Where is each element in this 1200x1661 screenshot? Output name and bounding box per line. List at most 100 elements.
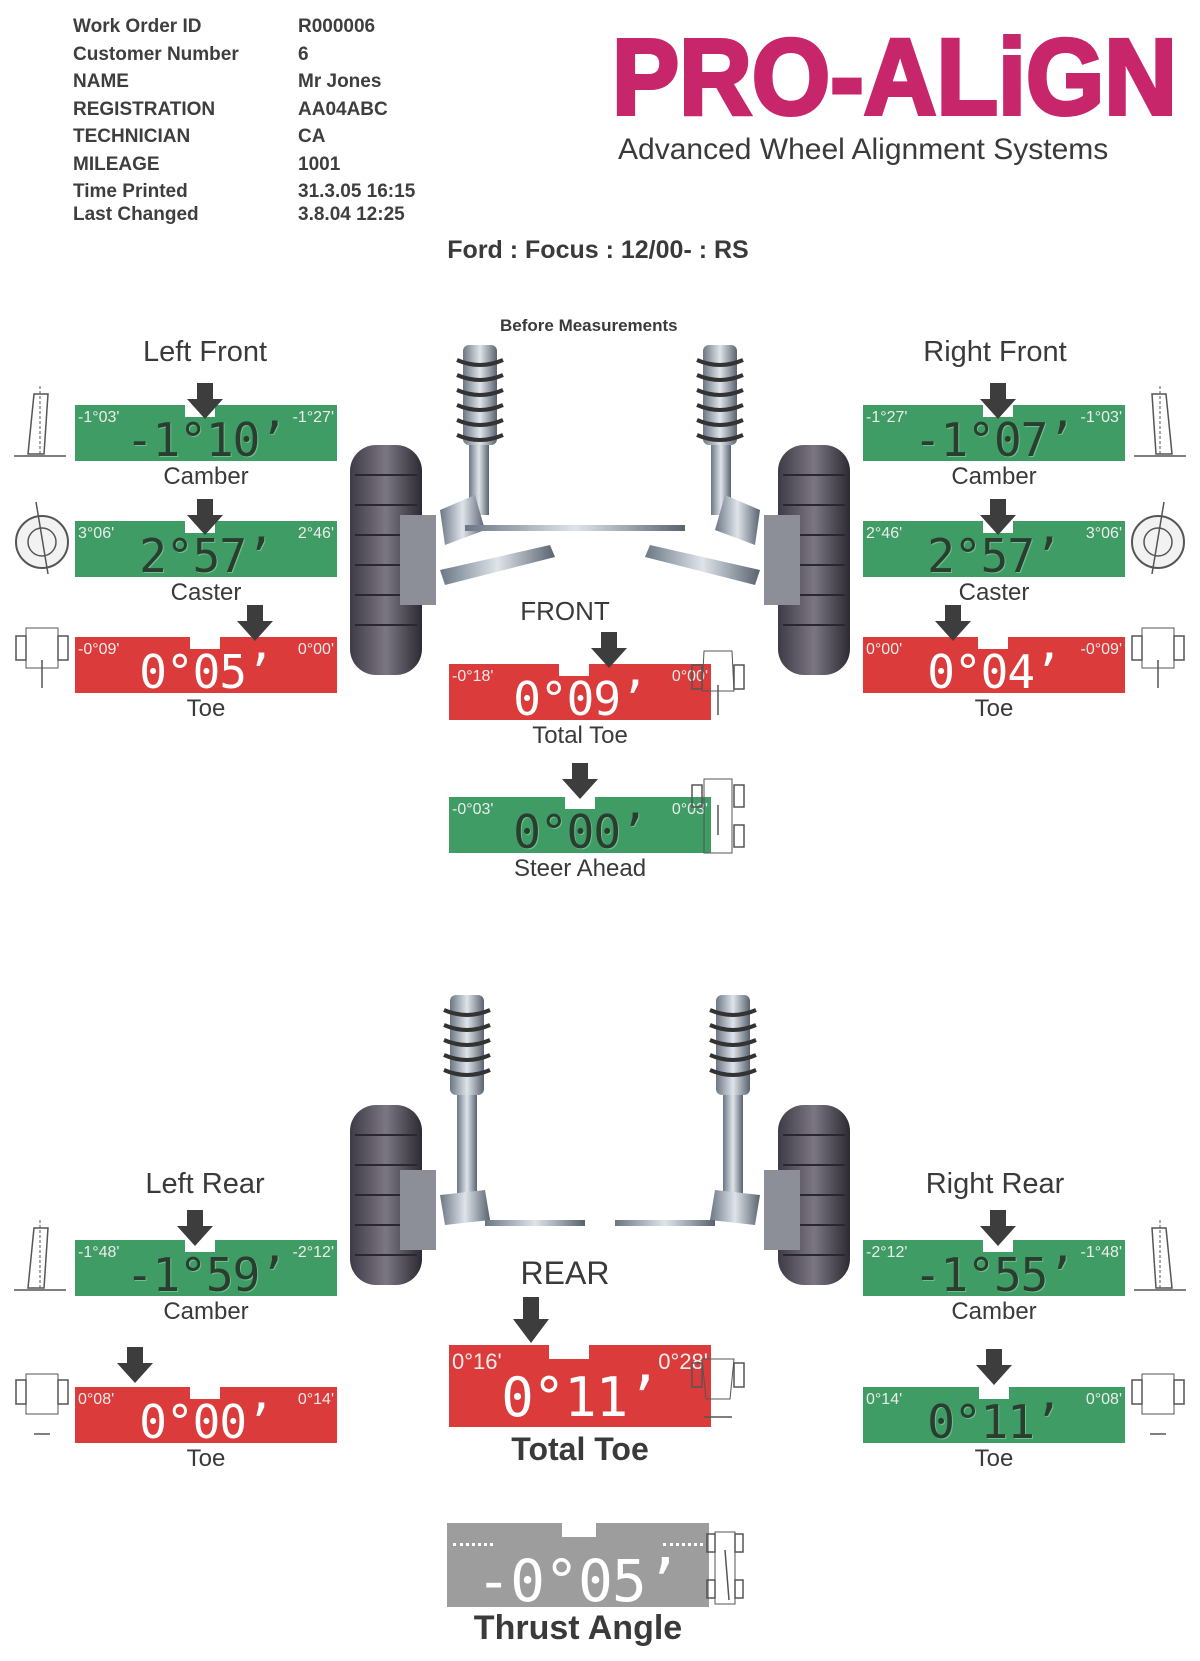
meter-value-text: 0°00 xyxy=(139,1395,247,1449)
meter-bar xyxy=(447,1523,709,1607)
info-label: NAME xyxy=(73,71,129,92)
down-arrow-icon xyxy=(980,499,1016,535)
meter-notch xyxy=(562,1523,596,1537)
info-label: Last Changed xyxy=(73,204,199,225)
down-arrow-icon xyxy=(513,1297,549,1343)
meter-value: -0°05’ xyxy=(476,1547,681,1615)
left-front-camber-meter: -1°03' -1°27' -1°10’ Camber xyxy=(75,383,337,490)
right-rear-toe-meter: 0°14' 0°08' 0°11’ Toe xyxy=(863,1349,1125,1472)
meter-min-limit: -1°27' xyxy=(866,409,908,426)
meter-min-limit: -0°03' xyxy=(452,801,494,818)
meter-value-text: 0°00 xyxy=(513,805,621,859)
info-value: 31.3.05 16:15 xyxy=(298,181,416,202)
down-arrow-icon xyxy=(976,1349,1012,1385)
meter-max-limit: 0°03' xyxy=(671,801,708,818)
left-front-toe-meter: -0°09' 0°00' 0°05’ Toe xyxy=(75,605,337,722)
toe-diagram-icon xyxy=(15,1373,69,1435)
meter-value-text: 2°57 xyxy=(927,529,1035,583)
meter-name: Toe xyxy=(186,1445,226,1472)
meter-notch xyxy=(978,637,1008,649)
info-value: Mr Jones xyxy=(298,71,382,92)
meter-min-limit: -0°09' xyxy=(78,641,120,658)
rear-axle-label: REAR xyxy=(520,1255,610,1291)
meter-max-limit: 3°06' xyxy=(1085,525,1122,542)
meter-max-limit: 0°00' xyxy=(297,641,334,658)
info-value: 1001 xyxy=(298,153,341,175)
meter-max-limit: 0°28' xyxy=(658,1349,708,1374)
right-front-title: Right Front xyxy=(923,336,1067,368)
info-value: 3.8.04 12:25 xyxy=(298,204,405,225)
meter-min-limit: 3°06' xyxy=(78,525,115,542)
meter-min-limit: 2°46' xyxy=(866,525,903,542)
left-front-caster-meter: 3°06' 2°46' 2°57’ Caster xyxy=(75,499,337,606)
meter-min-limit: -1°48' xyxy=(78,1244,120,1261)
front-axle-label: FRONT xyxy=(520,596,610,626)
meter-max-limit: 2°46' xyxy=(297,525,334,542)
logo-wordmark: PRO-ALiGN xyxy=(612,22,1177,132)
dotted-marker xyxy=(453,1543,493,1546)
meter-name: Total Toe xyxy=(532,722,628,749)
rear-total-toe-meter: 0°16' 0°28' 0°11’ Total Toe xyxy=(449,1297,711,1467)
meter-value: 0°00’ xyxy=(513,805,647,859)
meter-value-text: -1°07 xyxy=(913,413,1048,467)
total-toe-diagram-icon xyxy=(691,1358,745,1418)
meter-value: 0°05’ xyxy=(139,645,273,699)
meter-name: Camber xyxy=(951,1298,1037,1325)
info-value: CA xyxy=(298,126,326,147)
meter-value-text: 0°04 xyxy=(927,645,1035,699)
right-front-caster-meter: 2°46' 3°06' 2°57’ Caster xyxy=(863,499,1125,606)
meter-value: 0°11’ xyxy=(501,1366,660,1429)
left-front-title: Left Front xyxy=(142,336,268,368)
meter-value: -1°55’ xyxy=(913,1248,1075,1302)
left-rear-title: Left Rear xyxy=(145,1168,265,1200)
meter-min-limit: 0°00' xyxy=(866,641,903,658)
info-label: MILEAGE xyxy=(73,153,160,175)
caster-wheel-icon xyxy=(15,502,69,574)
meter-name: Camber xyxy=(163,1298,249,1325)
meter-value: 0°00’ xyxy=(139,1395,273,1449)
toe-diagram-icon xyxy=(15,627,69,688)
right-rear-title: Right Rear xyxy=(925,1168,1065,1200)
info-label: Work Order ID xyxy=(73,16,202,37)
rear-suspension-illustration xyxy=(350,995,850,1285)
info-label: TECHNICIAN xyxy=(73,126,191,147)
front-total-toe-meter: -0°18' 0°00' 0°09’ Total Toe xyxy=(449,632,711,749)
thrust-angle-icon xyxy=(706,1531,744,1605)
info-value: 6 xyxy=(298,43,309,65)
meter-notch xyxy=(565,797,595,809)
meter-name: Toe xyxy=(186,695,226,722)
camber-diagram-icon xyxy=(1134,386,1186,457)
meter-name: Total Toe xyxy=(511,1431,649,1467)
right-front-camber-meter: -1°27' -1°03' -1°07’ Camber xyxy=(863,383,1125,490)
meter-min-limit: 0°16' xyxy=(452,1349,502,1374)
meter-value-text: 2°57 xyxy=(139,529,247,583)
meter-min-limit: 0°08' xyxy=(78,1391,115,1408)
meter-name: Thrust Angle xyxy=(473,1609,683,1647)
total-toe-diagram-icon xyxy=(691,650,745,715)
meter-notch xyxy=(190,637,220,649)
meter-name: Camber xyxy=(951,463,1037,490)
meter-value-text: 0°11 xyxy=(927,1395,1035,1449)
down-arrow-icon xyxy=(935,605,971,641)
down-arrow-icon xyxy=(980,383,1016,419)
meter-value: -1°10’ xyxy=(125,413,287,467)
meter-value-text: -0°05 xyxy=(476,1547,647,1615)
pro-align-logo: PRO-ALiGN xyxy=(612,22,1179,132)
down-arrow-icon xyxy=(237,605,273,641)
meter-value: 0°09’ xyxy=(513,672,647,726)
meter-value-text: -1°55 xyxy=(913,1248,1048,1302)
meter-max-limit: 0°08' xyxy=(1085,1391,1122,1408)
logo-tagline: Advanced Wheel Alignment Systems xyxy=(618,133,1109,166)
front-suspension-illustration xyxy=(350,345,850,675)
meter-notch xyxy=(549,1345,589,1359)
thrust-angle-meter: -0°05’ Thrust Angle xyxy=(447,1523,709,1647)
left-rear-camber-meter: -1°48' -2°12' -1°59’ Camber xyxy=(75,1210,337,1325)
down-arrow-icon xyxy=(980,1210,1016,1246)
meter-max-limit: -2°12' xyxy=(292,1244,334,1261)
meter-value: 2°57’ xyxy=(927,529,1061,583)
meter-value: 0°11’ xyxy=(927,1395,1061,1449)
meter-value-text: 0°11 xyxy=(501,1366,628,1429)
meter-notch xyxy=(559,664,589,676)
meter-value: 2°57’ xyxy=(139,529,273,583)
meter-max-limit: -1°48' xyxy=(1080,1244,1122,1261)
